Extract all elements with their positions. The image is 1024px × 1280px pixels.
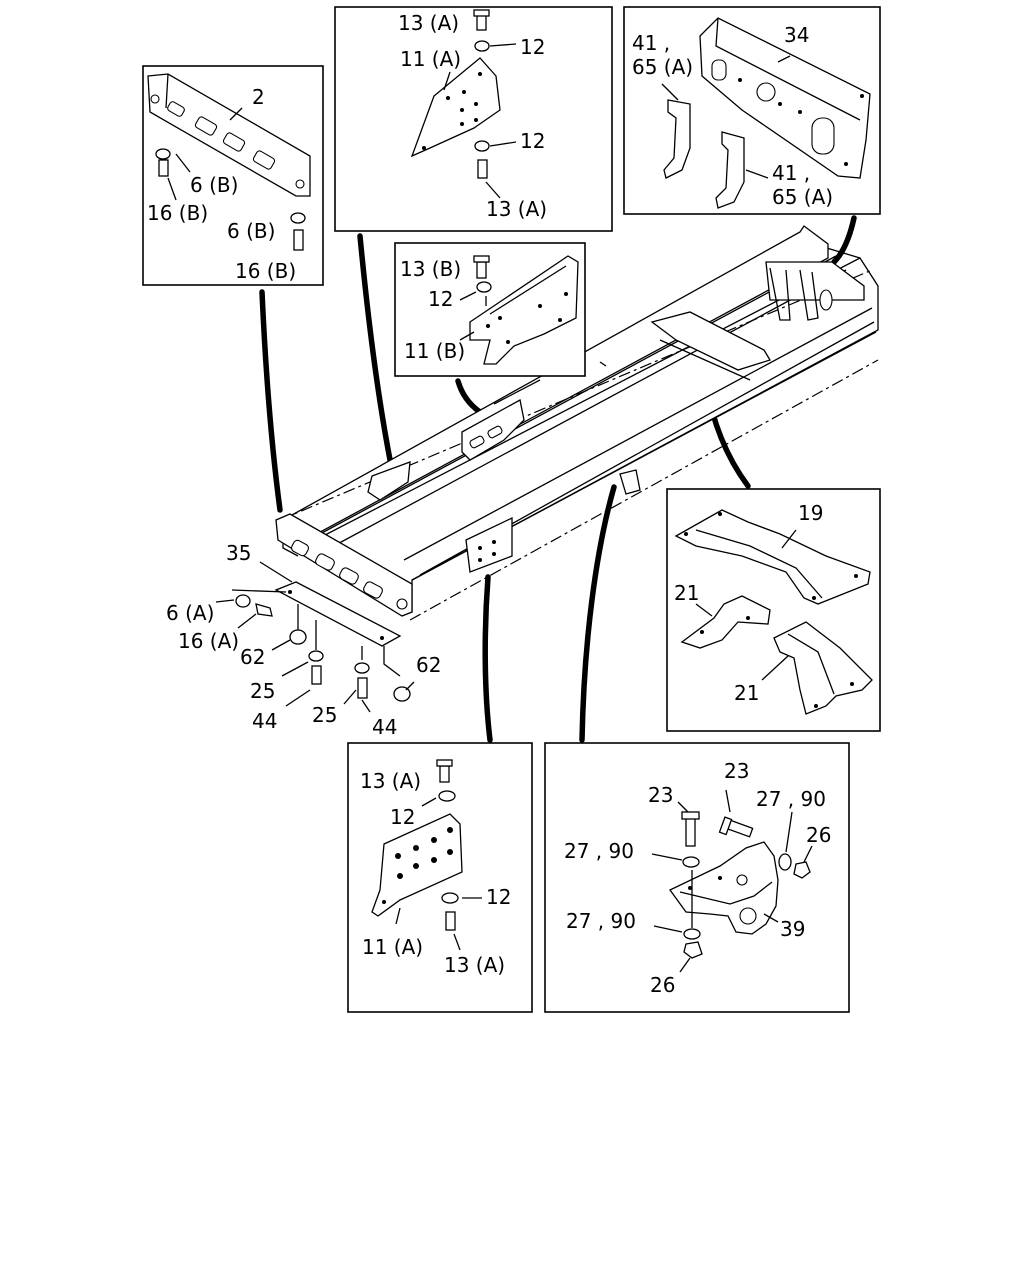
callout-13a-bl-2: 13 (A) [444, 953, 505, 977]
detail-box-part-39: 23 23 27 , 90 27 , 90 26 27 , 90 39 26 [544, 742, 850, 1013]
callout-11a-bl: 11 (A) [362, 935, 423, 959]
callout-12-mid: 12 [428, 287, 453, 311]
callout-13a-bl: 13 (A) [360, 769, 421, 793]
callout-11a: 11 (A) [400, 47, 461, 71]
callout-12: 12 [520, 35, 545, 59]
callout-26-2: 26 [650, 973, 675, 997]
callout-6b: 6 (B) [190, 173, 238, 197]
callout-27-90-3: 27 , 90 [566, 909, 636, 933]
callout-6b-2: 6 (B) [227, 219, 275, 243]
callout-11b: 11 (B) [404, 339, 465, 363]
callout-65a-2: 65 (A) [772, 185, 833, 209]
detail-box-part-11a-bottom: 13 (A) 12 12 11 (A) 13 (A) [347, 742, 533, 1013]
callout-16b-2: 16 (B) [235, 259, 296, 283]
callout-62-2: 62 [416, 653, 441, 677]
callout-26: 26 [806, 823, 831, 847]
callout-25-2: 25 [312, 703, 337, 727]
callout-65a: 65 (A) [632, 55, 693, 79]
callout-62: 62 [240, 645, 265, 669]
callout-19: 19 [798, 501, 823, 525]
callout-34: 34 [784, 23, 809, 47]
callout-13a-2: 13 (A) [486, 197, 547, 221]
callout-12-bl: 12 [390, 805, 415, 829]
front-plate-assembly [231, 581, 411, 702]
chassis-frame [275, 225, 879, 621]
callout-16a: 16 (A) [178, 629, 239, 653]
callout-21: 21 [674, 581, 699, 605]
callout-41: 41 , [632, 31, 670, 55]
callout-25: 25 [250, 679, 275, 703]
detail-box-part-11b: 13 (B) 12 11 (B) [394, 242, 586, 377]
callout-23: 23 [648, 783, 673, 807]
callout-44: 44 [252, 709, 277, 733]
callout-39: 39 [780, 917, 805, 941]
callout-16b: 16 (B) [147, 201, 208, 225]
main-view-callouts: 35 6 (A) 16 (A) 62 25 44 25 44 62 [166, 541, 441, 739]
callout-6a: 6 (A) [166, 601, 214, 625]
callout-13b: 13 (B) [400, 257, 461, 281]
callout-21-2: 21 [734, 681, 759, 705]
callout-44-2: 44 [372, 715, 397, 739]
callout-13a: 13 (A) [398, 11, 459, 35]
callout-12-2: 12 [520, 129, 545, 153]
detail-box-part-34: 34 41 , 65 (A) 41 , 65 (A) [623, 6, 881, 215]
detail-box-part-11a-top: 13 (A) 12 11 (A) 12 13 (A) [334, 6, 613, 232]
callout-27-90-2: 27 , 90 [564, 839, 634, 863]
callout-2: 2 [252, 85, 265, 109]
detail-box-part-2: 2 6 (B) 16 (B) 6 (B) 16 (B) [142, 65, 324, 286]
callout-27-90: 27 , 90 [756, 787, 826, 811]
callout-12-bl-2: 12 [486, 885, 511, 909]
detail-box-part-19: 19 21 21 [666, 488, 881, 732]
callout-41-2: 41 , [772, 161, 810, 185]
callout-35: 35 [226, 541, 251, 565]
callout-23-2: 23 [724, 759, 749, 783]
